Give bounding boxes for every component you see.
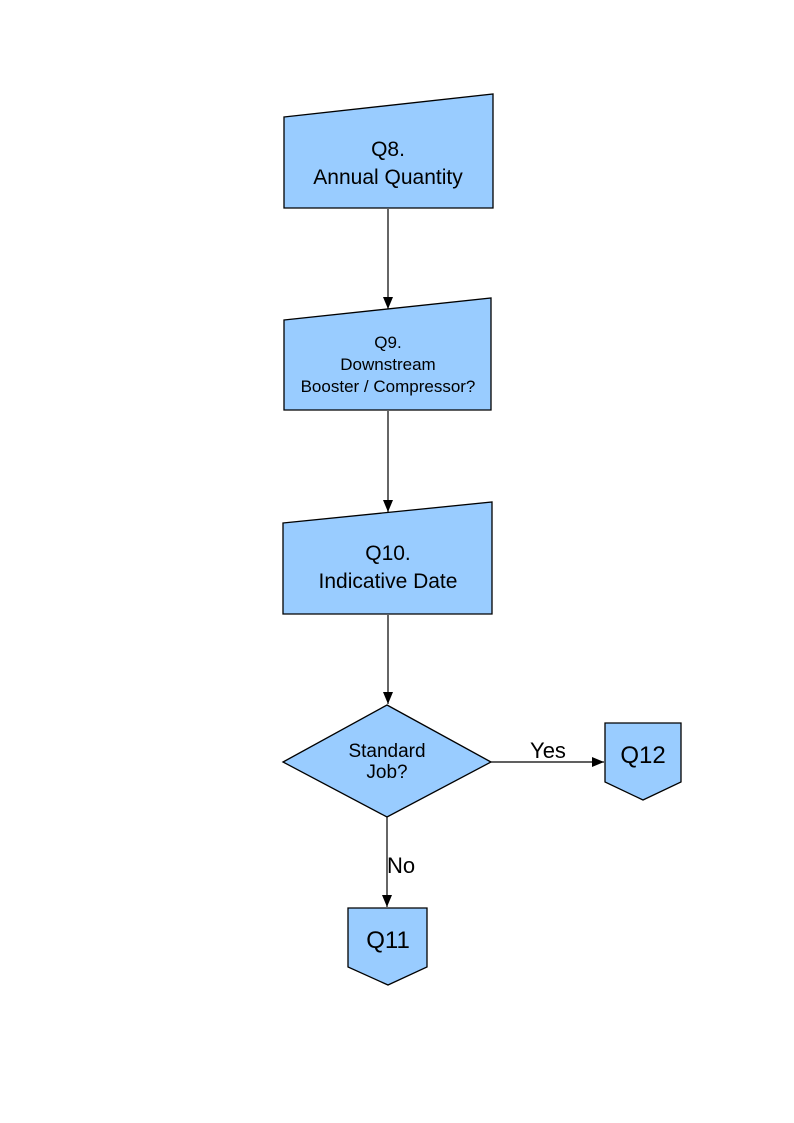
connector-q11-shape: [347, 907, 428, 986]
decision-label-line2: Job?: [366, 762, 407, 783]
connector-q12-shape: [604, 722, 682, 801]
node-q10-label-line1: Q10.: [365, 542, 411, 565]
decision-standard-job-shape: [281, 704, 493, 818]
connector-q12-label: Q12: [620, 742, 665, 769]
connector-q11-label: Q11: [366, 927, 410, 954]
decision-label-line1: Standard: [348, 741, 425, 762]
edge-label-yes: Yes: [530, 738, 566, 763]
node-q9-shape: [283, 297, 492, 411]
node-q9-label-line2: Downstream: [340, 355, 435, 374]
node-q10-label-line2: Indicative Date: [319, 570, 458, 593]
edge-label-no: No: [387, 853, 415, 878]
node-q9-label-line1: Q9.: [374, 333, 401, 352]
node-q9-label-line3: Booster / Compressor?: [301, 377, 476, 396]
node-q8-shape: [283, 93, 494, 209]
node-q8-label-line2: Annual Quantity: [313, 166, 463, 189]
node-q10-shape: [282, 501, 493, 615]
node-q8-label-line1: Q8.: [371, 138, 405, 161]
